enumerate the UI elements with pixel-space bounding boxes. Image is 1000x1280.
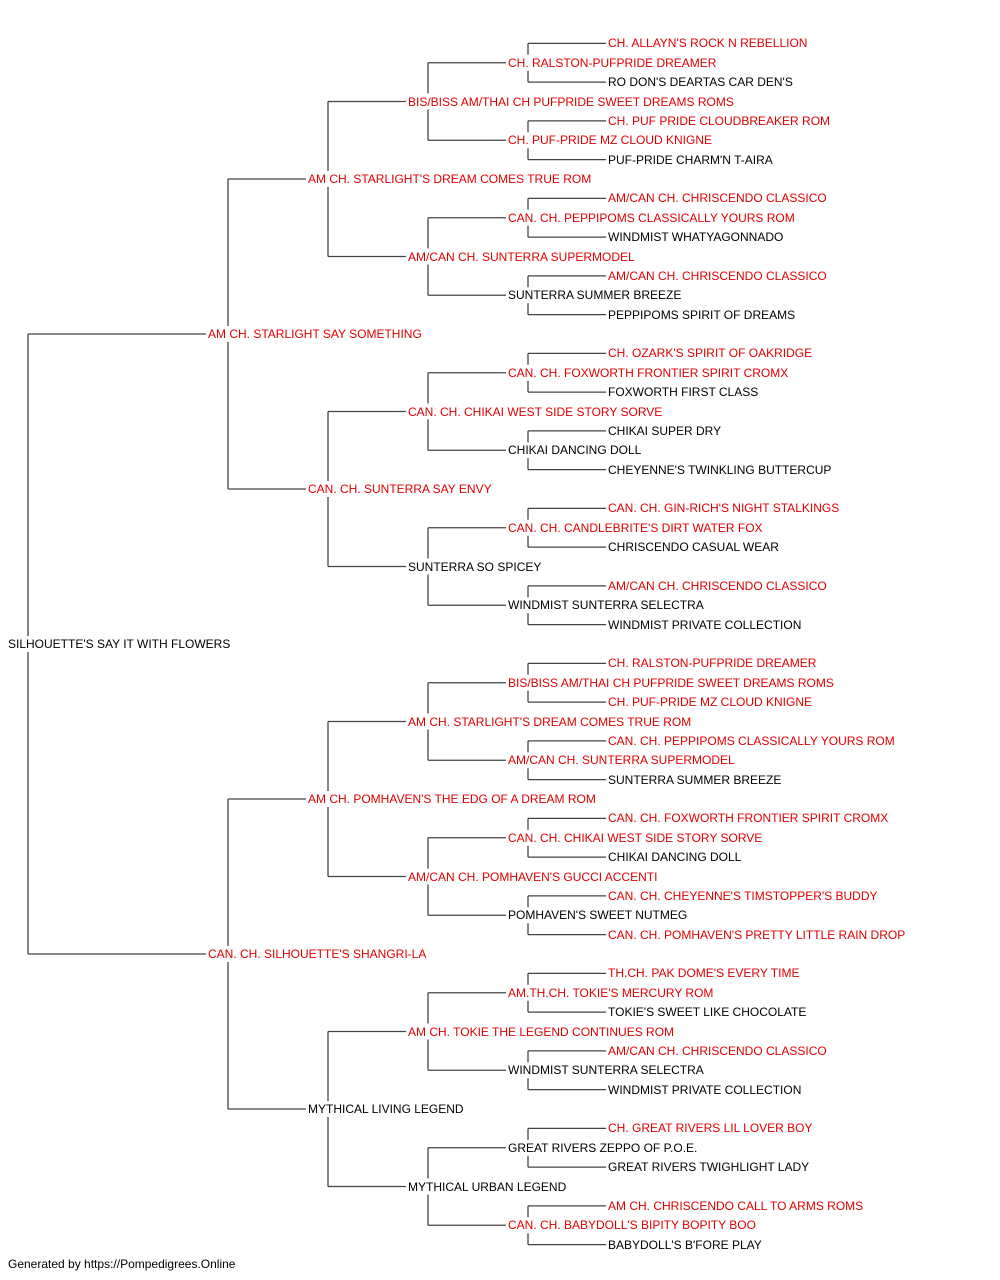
pedigree-entry-dam.dam.dam.dam.dam: BABYDOLL'S B'FORE PLAY bbox=[608, 1237, 762, 1252]
pedigree-entry-dam.sire.sire.dam.dam: SUNTERRA SUMMER BREEZE bbox=[608, 772, 782, 787]
pedigree-entry-sire.sire: AM CH. STARLIGHT'S DREAM COMES TRUE ROM bbox=[308, 172, 592, 186]
pedigree-entry-sire.sire.dam.dam: SUNTERRA SUMMER BREEZE bbox=[508, 288, 682, 303]
pedigree-entry-sire.sire.dam.sire: CAN. CH. PEPPIPOMS CLASSICALLY YOURS ROM bbox=[508, 210, 795, 225]
pedigree-entry-sire.dam.dam.dam: WINDMIST SUNTERRA SELECTRA bbox=[508, 598, 704, 613]
pedigree-entry-sire.sire.sire.sire: CH. RALSTON-PUFPRIDE DREAMER bbox=[508, 55, 717, 70]
pedigree-entry-sire.sire.sire.dam.sire: CH. PUF PRIDE CLOUDBREAKER ROM bbox=[608, 113, 831, 128]
pedigree-entry-dam.dam.sire.sire: AM.TH.CH. TOKIE'S MERCURY ROM bbox=[508, 985, 714, 1000]
pedigree-entry-dam: CAN. CH. SILHOUETTE'S SHANGRI-LA bbox=[208, 947, 427, 961]
pedigree-entry-sire: AM CH. STARLIGHT SAY SOMETHING bbox=[208, 327, 422, 341]
pedigree-entry-dam.dam: MYTHICAL LIVING LEGEND bbox=[308, 1102, 464, 1116]
pedigree-entry-sire.dam.dam: SUNTERRA SO SPICEY bbox=[408, 559, 542, 574]
pedigree-entry-sire.dam.sire.dam.dam: CHEYENNE'S TWINKLING BUTTERCUP bbox=[608, 462, 832, 477]
pedigree-entry-sire.dam.dam.sire.sire: CAN. CH. GIN-RICH'S NIGHT STALKINGS bbox=[608, 501, 840, 516]
pedigree-entry-dam.dam.sire.dam: WINDMIST SUNTERRA SELECTRA bbox=[508, 1063, 704, 1078]
pedigree-entry-dam.sire.dam.dam.sire: CAN. CH. CHEYENNE'S TIMSTOPPER'S BUDDY bbox=[608, 888, 878, 903]
pedigree-entry-dam.sire: AM CH. POMHAVEN'S THE EDG OF A DREAM ROM bbox=[308, 792, 596, 806]
pedigree-entry-sire.sire.dam: AM/CAN CH. SUNTERRA SUPERMODEL bbox=[408, 249, 635, 264]
pedigree-entry-dam.sire.sire: AM CH. STARLIGHT'S DREAM COMES TRUE ROM bbox=[408, 714, 692, 729]
pedigree-entry-sire.dam.sire.sire: CAN. CH. FOXWORTH FRONTIER SPIRIT CROMX bbox=[508, 365, 789, 380]
pedigree-entry-sire.sire.dam.dam.sire: AM/CAN CH. CHRISCENDO CLASSICO bbox=[608, 268, 827, 283]
pedigree-entry-sire.dam.dam.sire.dam: CHRISCENDO CASUAL WEAR bbox=[608, 540, 779, 555]
pedigree-entry-dam.sire.dam.dam.dam: CAN. CH. POMHAVEN'S PRETTY LITTLE RAIN D… bbox=[608, 927, 906, 942]
pedigree-entry-dam.dam.dam: MYTHICAL URBAN LEGEND bbox=[408, 1179, 567, 1194]
pedigree-entry-dam.sire.sire.dam.sire: CAN. CH. PEPPIPOMS CLASSICALLY YOURS ROM bbox=[608, 733, 895, 748]
pedigree-entry-dam.sire.dam.sire.sire: CAN. CH. FOXWORTH FRONTIER SPIRIT CROMX bbox=[608, 811, 889, 826]
pedigree-entry-dam.sire.dam.dam: POMHAVEN'S SWEET NUTMEG bbox=[508, 908, 688, 923]
pedigree-entry-dam.sire.sire.dam: AM/CAN CH. SUNTERRA SUPERMODEL bbox=[508, 753, 735, 768]
pedigree-entry-sire.dam.dam.sire: CAN. CH. CANDLEBRITE'S DIRT WATER FOX bbox=[508, 520, 763, 535]
pedigree-entry-dam.dam.dam.sire: GREAT RIVERS ZEPPO OF P.O.E. bbox=[508, 1140, 698, 1155]
pedigree-entry-dam.dam.sire: AM CH. TOKIE THE LEGEND CONTINUES ROM bbox=[408, 1024, 675, 1039]
pedigree-entry-sire.sire.sire.dam: CH. PUF-PRIDE MZ CLOUD KNIGNE bbox=[508, 133, 713, 148]
pedigree-entry-dam.dam.dam.dam.sire: AM CH. CHRISCENDO CALL TO ARMS ROMS bbox=[608, 1198, 864, 1213]
pedigree-entry-sire.sire.dam.sire.sire: AM/CAN CH. CHRISCENDO CLASSICO bbox=[608, 191, 827, 206]
pedigree-entry-dam.dam.dam.sire.sire: CH. GREAT RIVERS LIL LOVER BOY bbox=[608, 1121, 813, 1136]
pedigree-entry-dam.sire.sire.sire: BIS/BISS AM/THAI CH PUFPRIDE SWEET DREAM… bbox=[508, 675, 834, 690]
pedigree-entry-sire.dam.sire.sire.sire: CH. OZARK'S SPIRIT OF OAKRIDGE bbox=[608, 346, 813, 361]
pedigree-entry-sire.dam.dam.dam.sire: AM/CAN CH. CHRISCENDO CLASSICO bbox=[608, 578, 827, 593]
pedigree-entry-sire.sire.dam.dam.dam: PEPPIPOMS SPIRIT OF DREAMS bbox=[608, 307, 796, 322]
pedigree-entry-subject: SILHOUETTE'S SAY IT WITH FLOWERS bbox=[8, 637, 231, 651]
pedigree-entry-dam.dam.sire.dam.dam: WINDMIST PRIVATE COLLECTION bbox=[608, 1082, 802, 1097]
pedigree-entry-sire.dam.sire.dam.sire: CHIKAI SUPER DRY bbox=[608, 423, 722, 438]
pedigree-entry-sire.dam.dam.dam.dam: WINDMIST PRIVATE COLLECTION bbox=[608, 617, 802, 632]
pedigree-entry-dam.dam.sire.dam.sire: AM/CAN CH. CHRISCENDO CLASSICO bbox=[608, 1043, 827, 1058]
pedigree-entry-dam.sire.dam.sire.dam: CHIKAI DANCING DOLL bbox=[608, 850, 742, 865]
pedigree-entry-dam.dam.dam.sire.dam: GREAT RIVERS TWIGHLIGHT LADY bbox=[608, 1160, 810, 1175]
pedigree-entry-sire.sire.sire.dam.dam: PUF-PRIDE CHARM'N T-AIRA bbox=[608, 152, 773, 167]
pedigree-entry-sire.sire.sire.sire.sire: CH. ALLAYN'S ROCK N REBELLION bbox=[608, 36, 808, 51]
pedigree-entry-sire.dam.sire.sire.dam: FOXWORTH FIRST CLASS bbox=[608, 385, 759, 400]
pedigree-entry-dam.sire.sire.sire.dam: CH. PUF-PRIDE MZ CLOUD KNIGNE bbox=[608, 695, 813, 710]
pedigree-entry-sire.sire.sire.sire.dam: RO DON'S DEARTAS CAR DEN'S bbox=[608, 75, 793, 90]
pedigree-entry-sire.dam: CAN. CH. SUNTERRA SAY ENVY bbox=[308, 482, 492, 496]
pedigree-entry-dam.dam.sire.sire.dam: TOKIE'S SWEET LIKE CHOCOLATE bbox=[608, 1005, 807, 1020]
pedigree-entry-dam.sire.dam: AM/CAN CH. POMHAVEN'S GUCCI ACCENTI bbox=[408, 869, 658, 884]
pedigree-entry-dam.dam.dam.dam: CAN. CH. BABYDOLL'S BIPITY BOPITY BOO bbox=[508, 1218, 756, 1233]
pedigree-entry-sire.dam.sire: CAN. CH. CHIKAI WEST SIDE STORY SORVE bbox=[408, 404, 663, 419]
generated-by-footer: Generated by https://Pompedigrees.Online bbox=[8, 1257, 236, 1271]
pedigree-entry-sire.sire.sire: BIS/BISS AM/THAI CH PUFPRIDE SWEET DREAM… bbox=[408, 94, 734, 109]
pedigree-entry-dam.sire.sire.sire.sire: CH. RALSTON-PUFPRIDE DREAMER bbox=[608, 656, 817, 671]
pedigree-entry-sire.sire.dam.sire.dam: WINDMIST WHATYAGONNADO bbox=[608, 230, 784, 245]
pedigree-entry-dam.sire.dam.sire: CAN. CH. CHIKAI WEST SIDE STORY SORVE bbox=[508, 830, 763, 845]
pedigree-entry-sire.dam.sire.dam: CHIKAI DANCING DOLL bbox=[508, 443, 642, 458]
pedigree-entry-dam.dam.sire.sire.sire: TH.CH. PAK DOME'S EVERY TIME bbox=[608, 966, 800, 981]
